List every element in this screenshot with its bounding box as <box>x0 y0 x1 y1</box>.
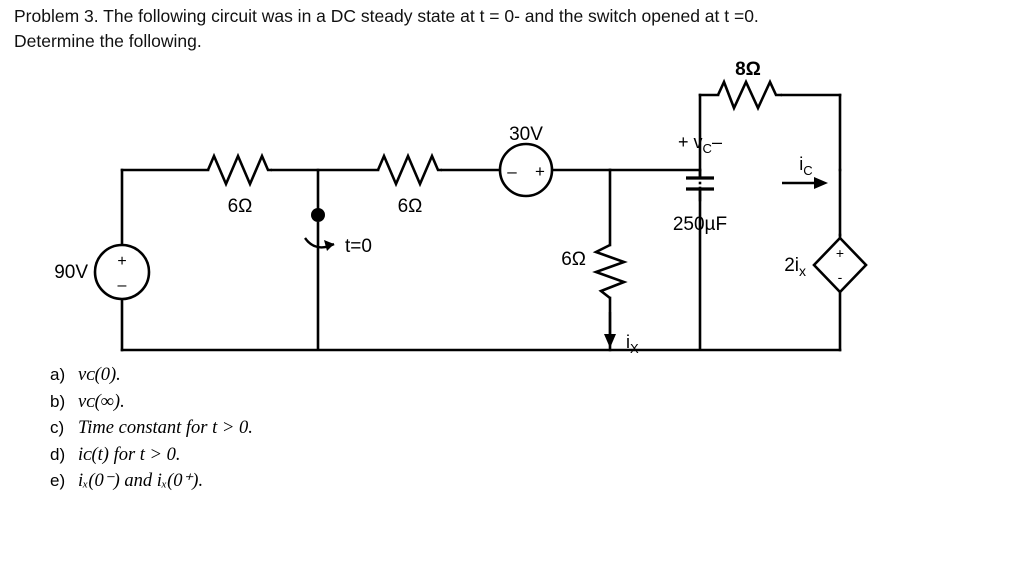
answer-label-b: b) <box>50 391 66 411</box>
resistor-top-zigzag <box>716 78 782 112</box>
answer-list: a) vᴄ(0). b) vᴄ(∞). c) Time constant for… <box>50 366 550 499</box>
dep-source-plus: + <box>836 245 844 261</box>
capacitor-voltage-label: + vC– <box>678 132 722 156</box>
resistor-mid-label: 6Ω <box>398 196 423 217</box>
current-ix: iX <box>604 312 639 356</box>
ic-label: i <box>799 154 803 174</box>
switch-t0 <box>304 170 335 350</box>
svg-text:2ix: 2ix <box>784 255 806 279</box>
svg-text:iX: iX <box>626 332 639 356</box>
source-30v-label: 30V <box>509 124 543 145</box>
ix-label: i <box>626 332 630 352</box>
dep-source-diamond <box>812 236 868 294</box>
circuit-diagram: 6Ω 6Ω 8Ω 6Ω + – 90V – + 30V t=0 250µF <box>0 59 900 365</box>
switch-arrowhead <box>324 240 334 251</box>
list-item: c) Time constant for t > 0. <box>50 419 550 446</box>
answer-label-c: c) <box>50 418 65 437</box>
dep-source-minus: - <box>838 269 843 285</box>
switch-pivot-dot <box>311 208 325 222</box>
list-item: b) vᴄ(∞). <box>50 391 550 420</box>
answer-text-d: iᴄ(t) for t > 0. <box>78 444 181 465</box>
resistor-left-zigzag <box>206 152 272 188</box>
voltage-source-30v <box>498 142 554 198</box>
source-90v-minus: – <box>118 277 127 294</box>
resistor-top-label: 8Ω <box>735 60 761 80</box>
ix-arrowhead <box>604 334 616 348</box>
current-ic: iC <box>782 154 828 189</box>
voltage-source-90v <box>93 243 151 301</box>
answer-text-a: vᴄ(0). <box>78 365 121 385</box>
cap-polarity-minus: – <box>712 132 722 152</box>
source-30v-minus: – <box>507 162 517 181</box>
answer-label-d: d) <box>50 444 66 464</box>
dep-source-label: 2i <box>784 255 799 276</box>
problem-line-2: Determine the following. <box>14 31 202 52</box>
list-item: e) iₓ(0⁻) and iₓ(0⁺). <box>50 472 550 499</box>
source-30v-plus: + <box>535 162 545 181</box>
switch-label: t=0 <box>345 236 372 257</box>
list-item: d) iᴄ(t) for t > 0. <box>50 444 550 473</box>
answer-text-e: iₓ(0⁻) and iₓ(0⁺). <box>78 471 204 491</box>
cap-polarity-sub: C <box>703 141 712 156</box>
ic-arrowhead <box>814 177 828 189</box>
problem-line-1: Problem 3. The following circuit was in … <box>14 6 759 26</box>
resistor-vertical-label: 6Ω <box>561 249 586 270</box>
resistor-left-label: 6Ω <box>228 196 253 217</box>
ic-label-sub: C <box>803 163 812 178</box>
source-90v-label: 90V <box>54 262 88 283</box>
svg-text:iC: iC <box>799 154 812 178</box>
source-90v-plus: + <box>117 253 126 270</box>
answer-text-b: vᴄ(∞). <box>78 391 125 412</box>
list-item: a) vᴄ(0). <box>50 366 550 393</box>
ix-label-sub: X <box>630 341 639 356</box>
problem-statement: Problem 3. The following circuit was in … <box>14 4 1009 55</box>
resistor-vertical-zigzag <box>592 243 628 300</box>
answer-text-c: Time constant for t > 0. <box>78 418 253 438</box>
dependent-source-2ix: + - 2ix <box>784 236 868 294</box>
resistor-mid-zigzag <box>376 152 442 188</box>
svg-text:+ vC–: + vC– <box>678 132 722 156</box>
dep-source-label-sub: x <box>799 263 806 279</box>
cap-polarity-plus: + v <box>678 132 703 152</box>
capacitor-250uf <box>686 170 714 200</box>
answer-label-e: e) <box>50 471 66 490</box>
answer-label-a: a) <box>50 365 66 384</box>
